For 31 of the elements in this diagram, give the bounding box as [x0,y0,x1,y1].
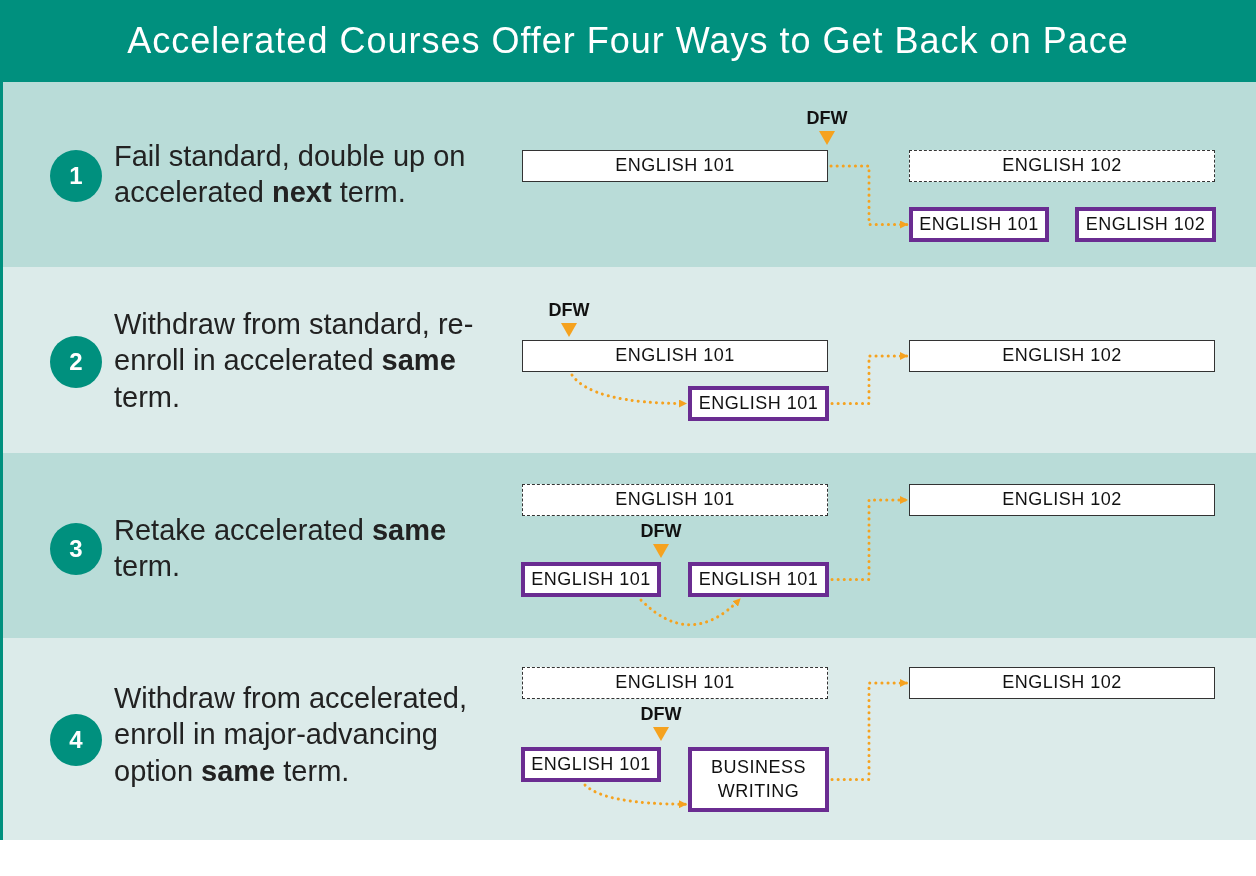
course-box: ENGLISH 102 [909,340,1215,372]
arrow [830,496,909,581]
accelerated-course-box: ENGLISH 102 [1075,207,1216,242]
arrow [829,164,909,229]
accelerated-course-box: ENGLISH 101 [909,207,1049,242]
arrow [583,783,688,809]
dfw-label: DFW [639,704,683,725]
dfw-label: DFW [805,108,849,129]
course-box: ENGLISH 101 [522,150,828,182]
skipped-course-box: ENGLISH 102 [909,150,1215,182]
accelerated-course-box: ENGLISH 101 [521,562,661,597]
option-description: Withdraw from standard, re-enroll in accelerated same term. [114,307,475,415]
course-box: ENGLISH 102 [909,667,1215,699]
dfw-label: DFW [547,300,591,321]
arrow [639,597,742,627]
accelerated-course-box: ENGLISH 101 [688,386,829,421]
option-description: Withdraw from accelerated, enroll in major-advancing option same term. [114,681,468,789]
skipped-course-box: ENGLISH 101 [522,667,828,699]
accelerated-course-box: ENGLISH 101 [521,747,661,782]
accelerated-course-box: BUSINESS WRITING [688,747,829,812]
skipped-course-box: ENGLISH 101 [522,484,828,516]
arrow [830,352,909,405]
course-box: ENGLISH 102 [909,484,1215,516]
option-description: Fail standard, double up on accelerated next term. [114,139,467,211]
option-description: Retake accelerated same term. [114,513,448,585]
dfw-label: DFW [639,521,683,542]
accelerated-course-box: ENGLISH 101 [688,562,829,597]
title-banner: Accelerated Courses Offer Four Ways to Get Back on Pace [0,0,1256,82]
arrow [570,373,688,408]
arrow [830,679,909,781]
course-box: ENGLISH 101 [522,340,828,372]
